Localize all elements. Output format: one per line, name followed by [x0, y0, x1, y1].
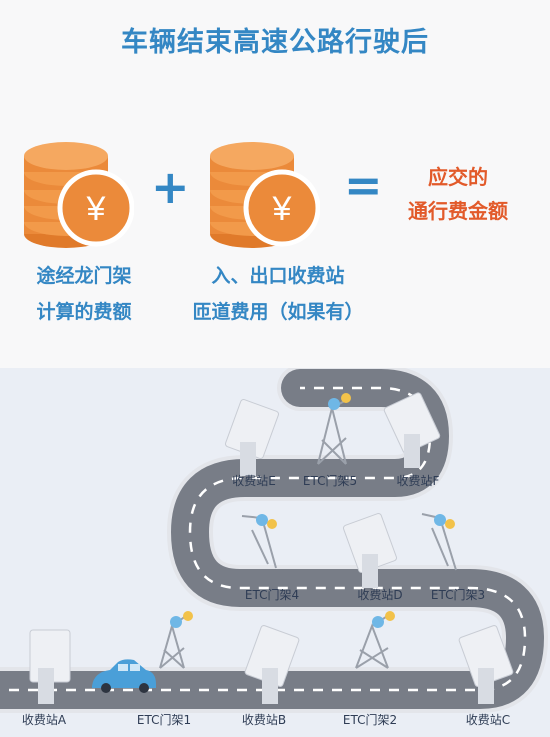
toll-station-e-icon — [225, 399, 279, 476]
label-station-a: 收费站A — [21, 713, 67, 727]
yen-sign: ¥ — [86, 190, 106, 228]
result-line-2: 通行费金额 — [408, 199, 508, 223]
winding-road-diagram — [0, 368, 549, 713]
car-icon — [92, 659, 156, 693]
coin-stack-icon: ¥ — [24, 142, 134, 248]
caption-line: 途经龙门架 — [36, 265, 132, 287]
lane-marking — [0, 386, 527, 692]
caption-gantry-fee: 途经龙门架 计算的费额 — [20, 258, 148, 330]
etc-gantry-3-icon — [421, 513, 457, 571]
label-gantry-1: ETC门架1 — [136, 713, 192, 727]
coin-stack-icon: ¥ — [210, 142, 320, 248]
highway-map: 收费站A ETC门架1 收费站B ETC门架2 收费站C ETC门架4 收费站D… — [0, 368, 550, 737]
label-gantry-5: ETC门架5 — [302, 474, 358, 488]
label-station-d: 收费站D — [357, 588, 403, 602]
result-line-1: 应交的 — [428, 165, 488, 189]
toll-station-d-icon — [343, 513, 397, 588]
caption-line: 匝道费用（如果有） — [192, 301, 364, 323]
label-station-b: 收费站B — [241, 713, 287, 727]
result-text: 应交的 通行费金额 — [388, 160, 528, 228]
label-station-c: 收费站C — [465, 713, 511, 727]
formula-panel: 车辆结束高速公路行驶后 ¥ + ¥ = 应交的 通行费金额 — [0, 0, 550, 368]
label-gantry-4: ETC门架4 — [244, 588, 300, 602]
caption-station-fee: 入、出口收费站 匝道费用（如果有） — [178, 258, 378, 330]
label-station-e: 收费站E — [232, 474, 276, 488]
toll-station-a-icon — [29, 629, 71, 704]
etc-gantry-2-icon — [355, 611, 395, 669]
label-station-f: 收费站F — [396, 474, 440, 488]
yen-sign: ¥ — [272, 190, 292, 228]
toll-station-c-icon — [458, 625, 514, 704]
toll-station-f-icon — [383, 392, 441, 468]
etc-gantry-5-icon — [317, 393, 351, 465]
page-title: 车辆结束高速公路行驶后 — [121, 27, 429, 58]
caption-line: 计算的费额 — [36, 301, 132, 323]
equals-sign: = — [344, 158, 383, 212]
label-gantry-2: ETC门架2 — [342, 713, 398, 727]
etc-gantry-4-icon — [241, 514, 277, 569]
label-gantry-3: ETC门架3 — [430, 588, 486, 602]
plus-sign: + — [151, 160, 190, 214]
caption-line: 入、出口收费站 — [211, 265, 345, 287]
etc-gantry-1-icon — [159, 611, 193, 669]
toll-station-b-icon — [244, 625, 300, 704]
